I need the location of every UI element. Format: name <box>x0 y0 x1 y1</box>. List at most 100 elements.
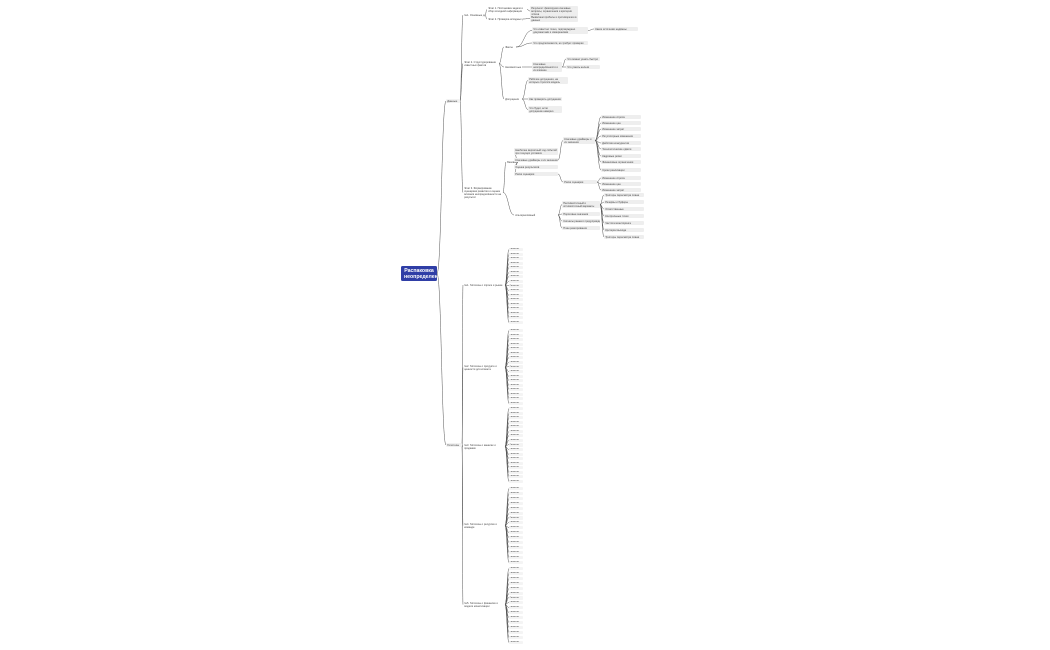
data-node-3a-hub[interactable]: Ключевые драйверы и их значения <box>563 137 595 145</box>
data-node-2c-2[interactable]: Как проверить допущения <box>528 97 562 102</box>
data-node-1a[interactable]: Этап 1. Постановка задачи и сбор исходно… <box>488 6 523 13</box>
hypothesis-item[interactable]: Гипотеза <box>509 379 523 383</box>
data-node-3b[interactable]: Альтернативный <box>515 213 536 217</box>
data-node-1[interactable]: №1. Основные данные <box>464 13 485 17</box>
hypothesis-item[interactable]: Гипотеза <box>509 466 523 470</box>
hypothesis-item[interactable]: Гипотеза <box>509 279 523 284</box>
hypothesis-item[interactable]: Гипотеза <box>509 470 523 474</box>
hypothesis-item[interactable]: Гипотеза <box>509 333 523 337</box>
hypothesis-item[interactable]: Гипотеза <box>509 360 523 365</box>
hypothesis-item[interactable]: Гипотеза <box>509 576 523 580</box>
data-node-3a-1[interactable]: Наиболее вероятный ход событий при текущ… <box>514 148 558 156</box>
hypothesis-item[interactable]: Гипотеза <box>509 560 523 564</box>
hypothesis-item[interactable]: Гипотеза <box>509 434 523 438</box>
hypothesis-item[interactable]: Гипотеза <box>509 284 523 288</box>
data-node-2a-2[interactable]: Что предполагается, но требует проверки <box>532 41 588 46</box>
hypothesis-item[interactable]: Гипотеза <box>509 555 523 559</box>
data-node-3a-k7[interactable]: Кадровые риски <box>601 154 641 159</box>
hypothesis-item[interactable]: Гипотеза <box>509 475 523 479</box>
hypothesis-item[interactable]: Гипотеза <box>509 257 523 261</box>
hypothesis-item[interactable]: Гипотеза <box>509 596 523 600</box>
data-node-3a-sub[interactable]: Риски сценария <box>563 180 597 185</box>
data-node-3a-sub3[interactable]: Изменение затрат <box>601 188 641 193</box>
hypothesis-item[interactable]: Гипотеза <box>509 275 523 279</box>
hypothesis-item[interactable]: Гипотеза <box>509 369 523 374</box>
data-node-2c-3[interactable]: Что будет, если допущение неверно <box>528 106 562 114</box>
hypothesis-item[interactable]: Гипотеза <box>509 496 523 500</box>
hypothesis-item[interactable]: Гипотеза <box>509 320 523 324</box>
data-node-3b-k3[interactable]: Ответственные <box>604 207 644 212</box>
hypothesis-item[interactable]: Гипотеза <box>509 270 523 274</box>
hypothesis-item[interactable]: Гипотеза <box>509 625 523 629</box>
data-node-3b-k5[interactable]: Частота мониторинга <box>604 221 644 226</box>
branch-hypotheses[interactable]: Гипотезы <box>446 443 462 448</box>
hypothesis-item[interactable]: Гипотеза <box>509 252 523 256</box>
hypothesis-item[interactable]: Гипотеза <box>509 545 523 549</box>
hypothesis-item[interactable]: Гипотеза <box>509 540 523 545</box>
hypothesis-item[interactable]: Гипотеза <box>509 630 523 634</box>
hypothesis-item[interactable]: Гипотеза <box>509 261 523 265</box>
hypothesis-item[interactable]: Гипотеза <box>509 388 523 392</box>
hypothesis-item[interactable]: Гипотеза <box>509 536 523 540</box>
hypothesis-item[interactable]: Гипотеза <box>509 591 523 595</box>
hypothesis-item[interactable]: Гипотеза <box>509 266 523 270</box>
data-node-2b-3[interactable]: Что узнать нельзя <box>566 65 600 70</box>
hypothesis-item[interactable]: Гипотеза <box>509 501 523 505</box>
hypothesis-item[interactable]: Гипотеза <box>509 611 523 615</box>
data-node-3a-sub2[interactable]: Изменение цен <box>601 182 641 187</box>
hypothesis-item[interactable]: Гипотеза <box>509 293 523 297</box>
hypothesis-item[interactable]: Гипотеза <box>509 383 523 387</box>
hypothesis-item[interactable]: Гипотеза <box>509 487 523 491</box>
data-node-3b-k6[interactable]: Критерии выхода <box>604 228 644 233</box>
hypothesis-item[interactable]: Гипотеза <box>509 550 523 554</box>
data-node-1b-note[interactable]: Выявляем пробелы и противоречия в данных <box>530 15 578 23</box>
hypothesis-item[interactable]: Гипотеза <box>509 521 523 525</box>
data-node-3a-sub1[interactable]: Изменение спроса <box>601 176 641 181</box>
hypothesis-group-2[interactable]: №2. Гипотезы о продукте и ценности для к… <box>464 364 497 371</box>
data-node-3b-3[interactable]: Сигналы раннего предупреждения <box>562 219 600 224</box>
data-node-3b-k4[interactable]: Контрольные точки <box>604 214 644 219</box>
data-node-3a-k3[interactable]: Изменение затрат <box>601 127 641 132</box>
data-node-3a-k8[interactable]: Финансовые ограничения <box>601 160 641 165</box>
hypothesis-group-5[interactable]: №5. Гипотезы о финансах и модели монетиз… <box>464 601 498 608</box>
hypothesis-item[interactable]: Гипотеза <box>509 443 523 447</box>
hypothesis-item[interactable]: Гипотеза <box>509 347 523 351</box>
hypothesis-item[interactable]: Гипотеза <box>509 586 523 590</box>
data-node-3a-k9[interactable]: Сроки реализации <box>601 168 641 173</box>
data-node-2b[interactable]: Неизвестные <box>505 65 522 69</box>
hypothesis-item[interactable]: Гипотеза <box>509 397 523 401</box>
data-node-2a[interactable]: Факты <box>505 45 513 49</box>
data-node-2a-3[interactable]: Какие источники надёжны <box>594 27 638 32</box>
hypothesis-item[interactable]: Гипотеза <box>509 601 523 605</box>
data-node-2b-1[interactable]: Ключевые неопределённости и их влияние <box>532 62 562 73</box>
hypothesis-item[interactable]: Гипотеза <box>509 307 523 311</box>
hypothesis-item[interactable]: Гипотеза <box>509 401 523 405</box>
hypothesis-group-1[interactable]: №1. Гипотезы о спросе и рынке <box>464 283 503 287</box>
data-node-3a-k4[interactable]: Регуляторные изменения <box>601 134 641 139</box>
hypothesis-item[interactable]: Гипотеза <box>509 571 523 576</box>
hypothesis-group-4[interactable]: №4. Гипотезы о ресурсах и команде <box>464 522 497 529</box>
hypothesis-item[interactable]: Гипотеза <box>509 452 523 456</box>
data-node-3a-4[interactable]: Риски сценария <box>514 172 558 177</box>
hypothesis-item[interactable]: Гипотеза <box>509 447 523 452</box>
hypothesis-item[interactable]: Гипотеза <box>509 567 523 571</box>
data-node-3b-1[interactable]: Пессимистичный и оптимистичный варианты <box>562 201 600 209</box>
hypothesis-item[interactable]: Гипотеза <box>509 457 523 461</box>
data-node-2[interactable]: Этап 2. Структурирование известных факто… <box>464 60 496 67</box>
data-node-3a-k5[interactable]: Действия конкурентов <box>601 141 641 146</box>
hypothesis-item[interactable]: Гипотеза <box>509 288 523 293</box>
hypothesis-item[interactable]: Гипотеза <box>509 511 523 515</box>
hypothesis-item[interactable]: Гипотеза <box>509 420 523 424</box>
hypothesis-item[interactable]: Гипотеза <box>509 635 523 639</box>
hypothesis-item[interactable]: Гипотеза <box>509 351 523 355</box>
hypothesis-item[interactable]: Гипотеза <box>509 581 523 585</box>
hypothesis-item[interactable]: Гипотеза <box>509 329 523 333</box>
hypothesis-item[interactable]: Гипотеза <box>509 311 523 315</box>
hypothesis-item[interactable]: Гипотеза <box>509 479 523 483</box>
hypothesis-item[interactable]: Гипотеза <box>509 374 523 378</box>
hypothesis-item[interactable]: Гипотеза <box>509 356 523 360</box>
data-node-3b-2[interactable]: Пороговые значения <box>562 212 600 217</box>
data-node-2a-1[interactable]: Что известно точно, подтверждено докумен… <box>532 27 588 35</box>
data-node-3b-4[interactable]: План реагирования <box>562 226 600 231</box>
